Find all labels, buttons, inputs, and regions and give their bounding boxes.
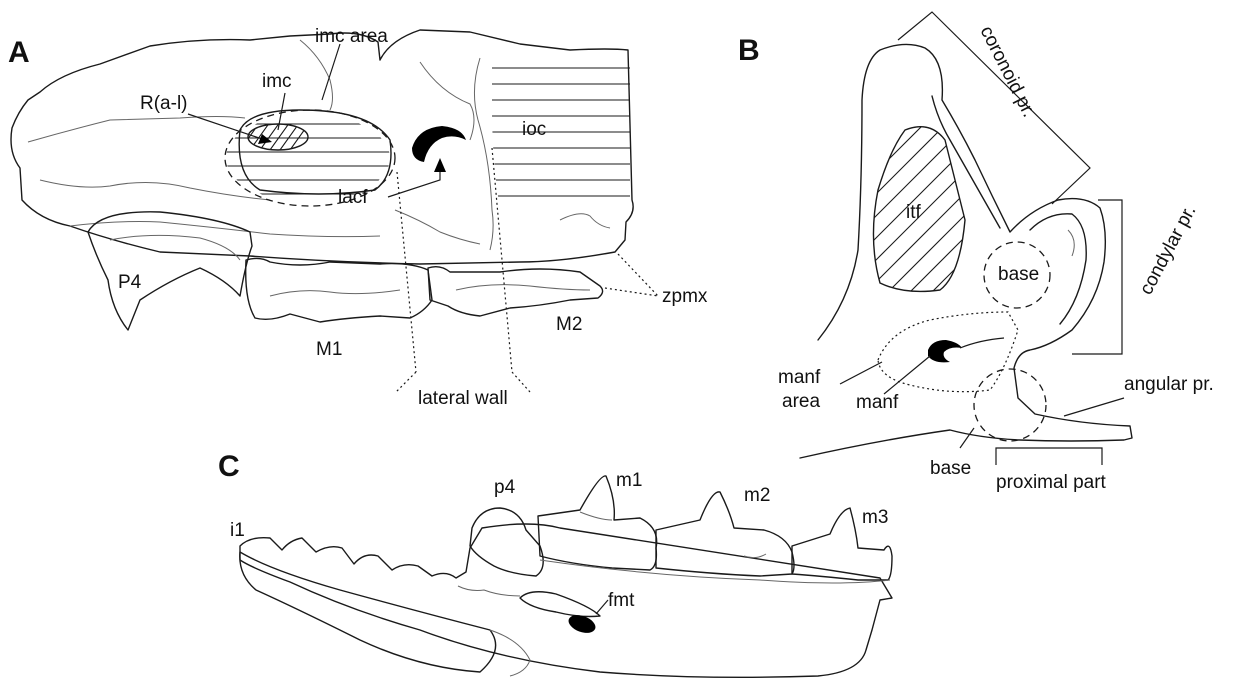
suture-line [300, 40, 333, 110]
label-base-angular: base [930, 458, 971, 479]
tooth-m1 [246, 258, 432, 322]
manf-foramen [928, 340, 962, 362]
lateral-wall-line-3 [396, 372, 416, 392]
lateral-wall-line-1 [397, 172, 416, 372]
label-m2-upper: M2 [556, 314, 582, 335]
lateral-wall-line-2 [492, 148, 512, 372]
tooth-p4-cusp [110, 235, 240, 260]
tooth-i1 [240, 552, 496, 672]
label-i1: i1 [230, 520, 245, 541]
label-manf-area-line2: area [782, 391, 820, 412]
tooth-m2 [428, 267, 603, 316]
label-zpmx: zpmx [662, 286, 708, 307]
tooth-m2-lower [656, 492, 794, 576]
label-ioc: ioc [522, 119, 546, 140]
label-base-condyle: base [998, 264, 1039, 285]
ramus-outline [800, 44, 1132, 458]
angular-base-circle [974, 369, 1046, 441]
alveolar-edge [458, 586, 520, 596]
panel-label-c: C [218, 450, 240, 483]
label-itf: itf [906, 202, 922, 223]
imc-area-leader [322, 44, 340, 100]
suture-line [28, 117, 245, 143]
jaw-outline [240, 524, 892, 677]
panel-a: A imc area imc R(a-l) ioc lacf P4 M1 M2 … [8, 26, 708, 409]
manf-area-outline [878, 312, 1018, 392]
label-angular: angular pr. [1124, 374, 1214, 395]
label-lateral-wall: lateral wall [418, 388, 508, 409]
label-m1-lower: m1 [616, 470, 642, 491]
panel-label-b: B [738, 34, 760, 67]
imc-area-hatch [220, 110, 400, 194]
zpmx-leader-2 [605, 288, 658, 296]
label-fmt: fmt [608, 590, 635, 611]
lacf-leader [388, 168, 440, 197]
label-r-al: R(a-l) [140, 93, 188, 114]
base-angular-leader [960, 428, 974, 448]
label-imc-area: imc area [315, 26, 388, 47]
lacf-arrowhead [434, 158, 446, 172]
label-m1-upper: M1 [316, 339, 342, 360]
label-imc: imc [262, 71, 292, 92]
lateral-wall-line-4 [512, 372, 530, 392]
lacf-foramen [412, 126, 466, 162]
angular-leader [1064, 398, 1124, 416]
suture-line [560, 214, 610, 228]
label-proximal: proximal part [996, 472, 1107, 493]
label-coronoid: coronoid pr. [976, 23, 1040, 121]
m1-cusp [580, 512, 612, 520]
label-condylar: condylar pr. [1136, 202, 1201, 299]
zpmx-leader-1 [618, 254, 658, 296]
label-manf-area-line1: manf [778, 367, 821, 388]
m2-cusp [744, 554, 766, 558]
ioc-hatch [480, 68, 640, 196]
label-p4-upper: P4 [118, 272, 142, 293]
proximal-bracket [996, 448, 1102, 465]
suture-line [474, 58, 493, 250]
fmt-leader [596, 600, 608, 614]
suture-line [40, 180, 270, 200]
panel-label-a: A [8, 36, 30, 69]
tooth-p4-lower [470, 508, 543, 576]
label-p4-lower: p4 [494, 477, 516, 498]
manf-area-leader [840, 362, 882, 384]
label-m3-lower: m3 [862, 507, 888, 528]
label-m2-lower: m2 [744, 485, 770, 506]
panel-c: C i1 p4 m1 m2 m3 fmt [218, 450, 892, 677]
panel-b: B coronoid pr. condylar pr. itf base man… [738, 12, 1214, 493]
tooth-m1-cusp [270, 290, 400, 296]
manf-groove [960, 338, 1004, 348]
label-lacf: lacf [338, 187, 368, 208]
label-manf: manf [856, 392, 899, 413]
fmt-groove [520, 592, 600, 617]
coronoid-inner-edge [932, 96, 1000, 228]
suture-line [395, 210, 480, 244]
tooth-m2-cusp [456, 285, 590, 290]
condyle-detail [1068, 230, 1074, 256]
